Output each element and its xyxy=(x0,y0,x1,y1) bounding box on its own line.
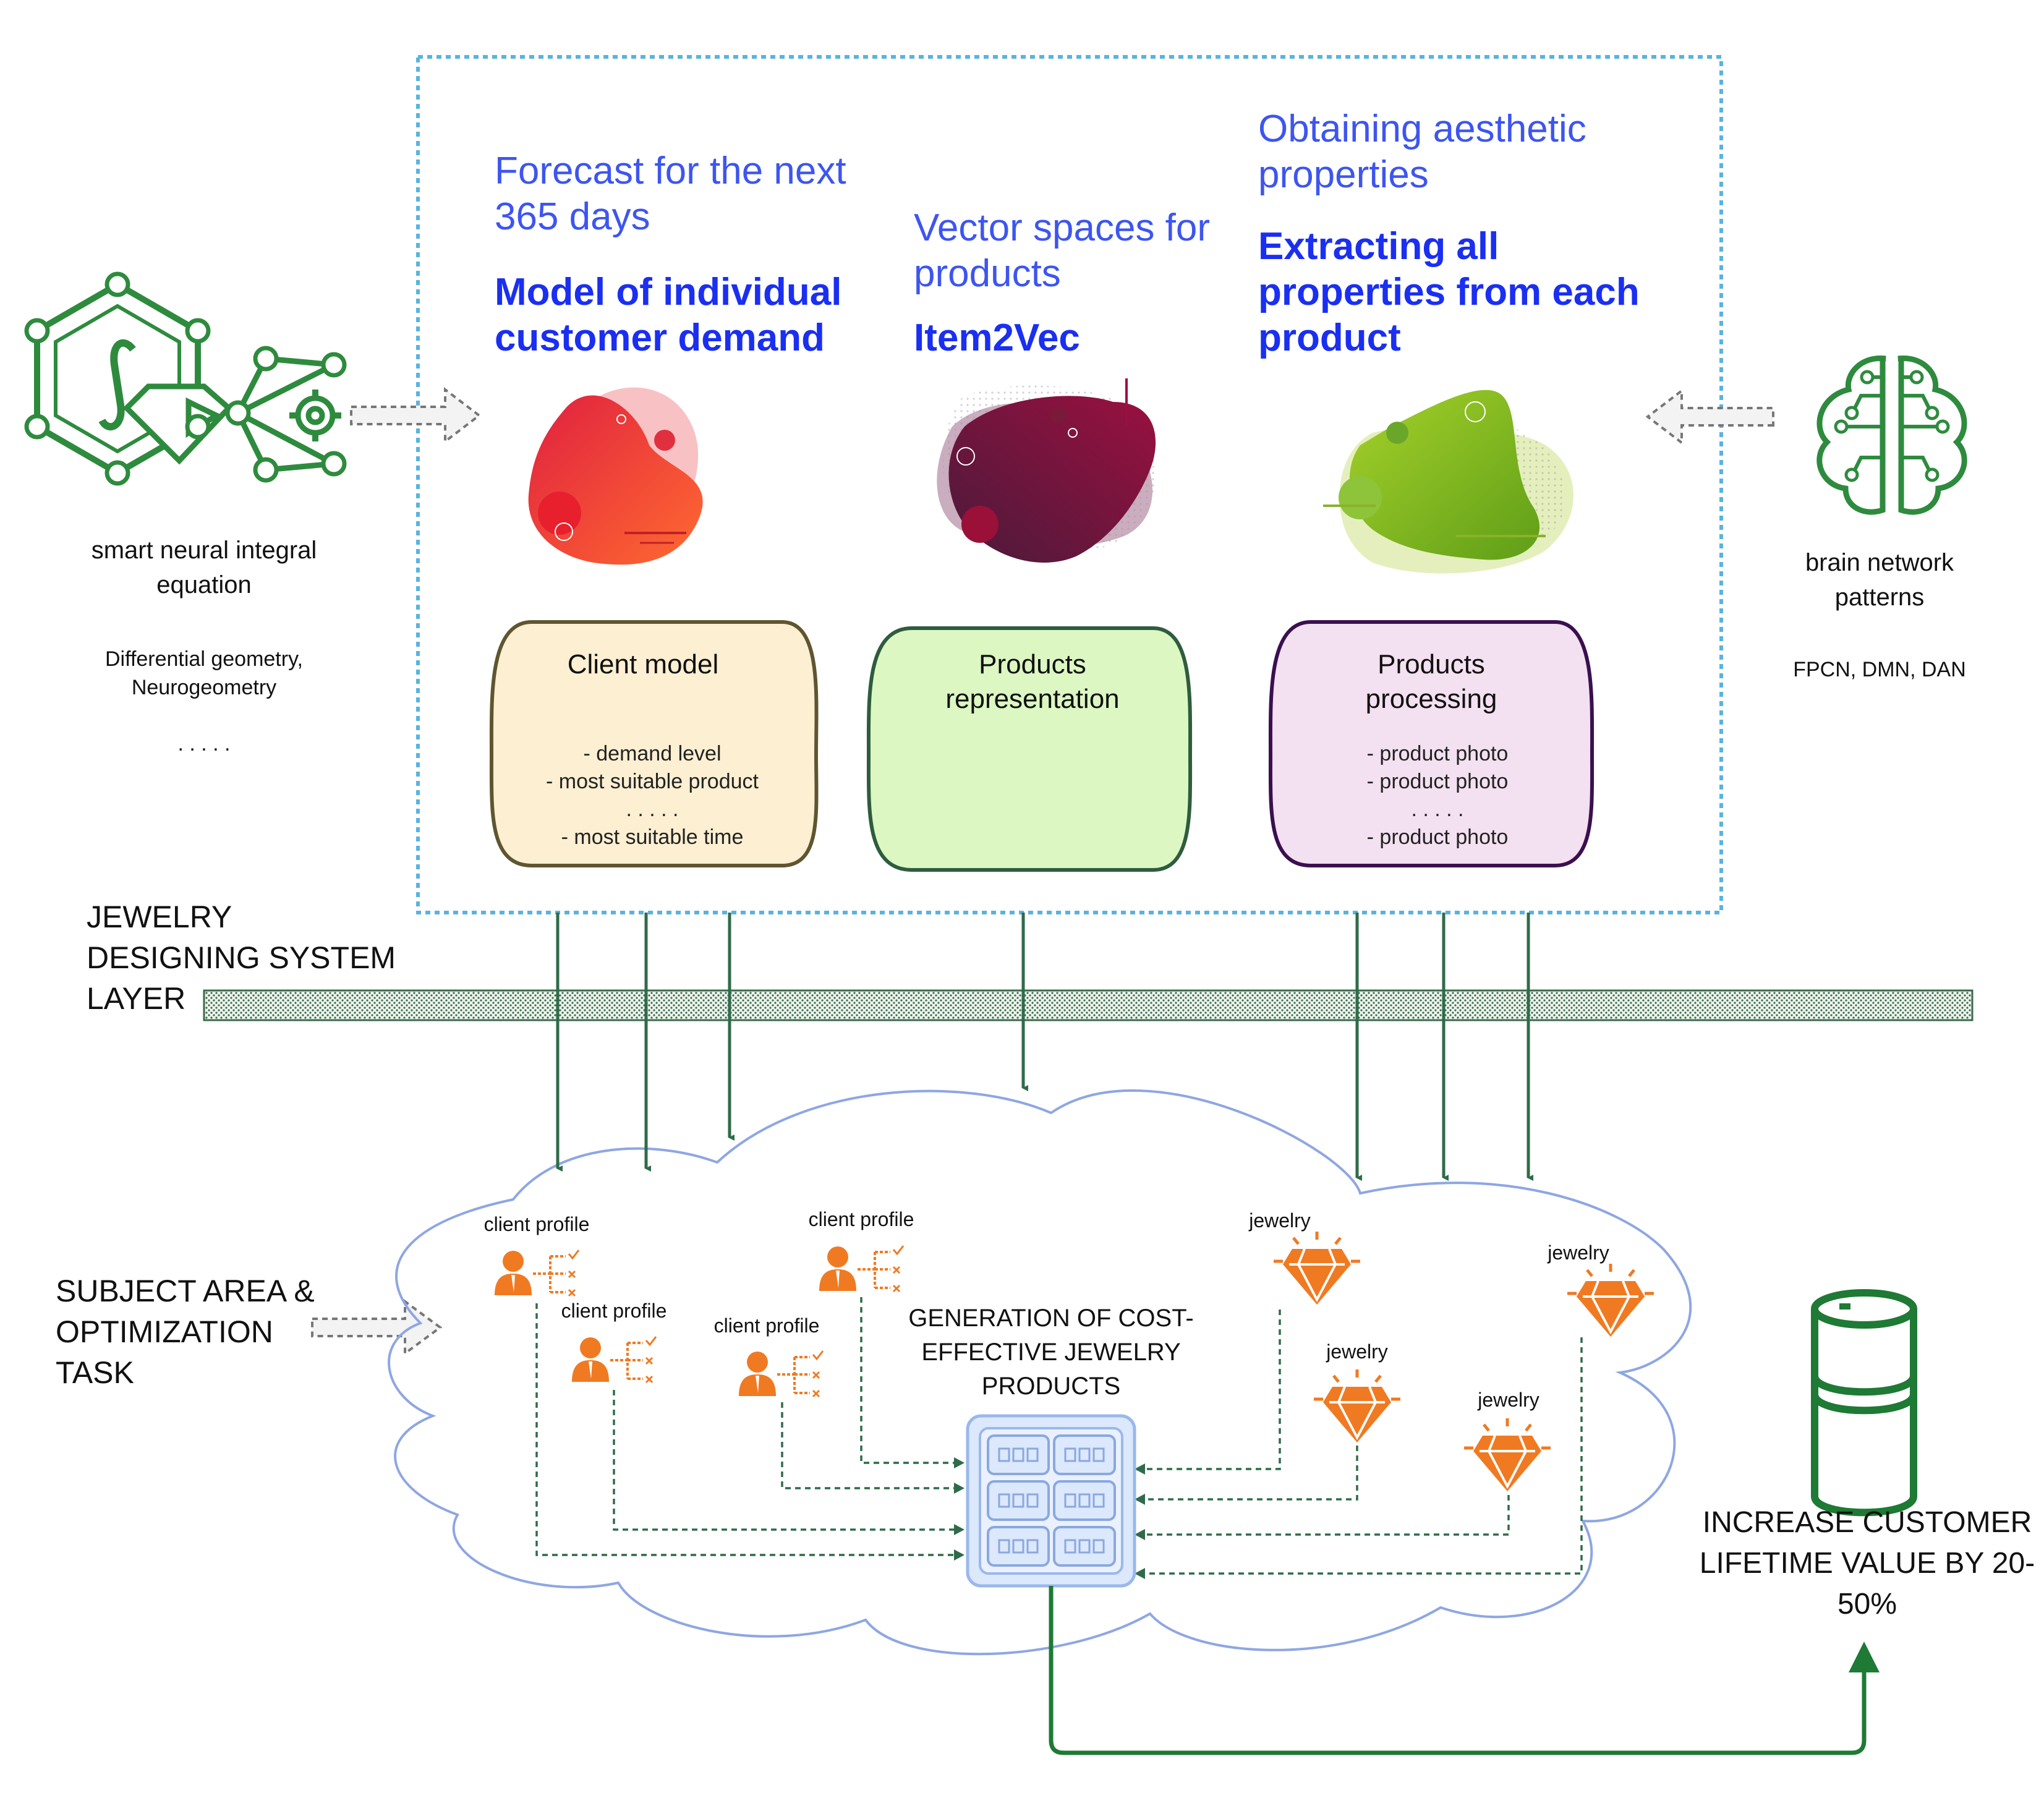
server-icon xyxy=(966,1414,1136,1588)
list-item: - most suitable product xyxy=(546,770,759,793)
aesthetic-subtitle: Obtaining aesthetic properties xyxy=(1258,108,1586,196)
diamond-icon xyxy=(1274,1232,1360,1305)
client-profile-label: client profile xyxy=(561,1300,667,1322)
result-arrow xyxy=(1049,1586,1867,1755)
client-model-items: - demand level - most suitable product .… xyxy=(507,740,798,851)
client-model-title: Client model xyxy=(567,649,719,679)
subject-area-arrow xyxy=(311,1299,443,1356)
brain-patterns-label: brain network patterns xyxy=(1805,549,1954,611)
aesthetic-blob-illustration xyxy=(1323,390,1573,574)
list-item: . . . . . xyxy=(626,798,679,821)
right-input-arrow xyxy=(1645,388,1774,446)
brain-circuit-icon xyxy=(1816,355,1967,515)
jewelry-label: jewelry xyxy=(1478,1389,1539,1411)
forecast-subtitle: Forecast for the next 365 days xyxy=(495,150,846,238)
client-model-box xyxy=(489,620,819,867)
client-profile-icon xyxy=(819,1245,905,1293)
client-profile-label: client profile xyxy=(483,1213,590,1235)
client-profile-label: client profile xyxy=(808,1208,914,1230)
forecast-blob-illustration xyxy=(528,387,703,565)
client-profile-label: client profile xyxy=(713,1314,820,1337)
left-input-arrow xyxy=(350,386,482,445)
database-icon xyxy=(1811,1289,1917,1517)
vector-space-blob-illustration xyxy=(937,378,1157,563)
list-item: - product photo xyxy=(1366,742,1509,765)
brain-networks-list: FPCN, DMN, DAN xyxy=(1793,658,1966,681)
generation-label: GENERATION OF COST-EFFECTIVE JEWELRY PRO… xyxy=(908,1305,1194,1400)
client-profile-icon xyxy=(495,1250,580,1297)
client-profile-icon xyxy=(572,1336,657,1384)
geometry-label: Differential geometry, Neurogeometry xyxy=(105,647,303,699)
vector-space-subtitle: Vector spaces for products xyxy=(914,207,1211,295)
result-label: INCREASE CUSTOMER LIFETIME VALUE BY 20-5… xyxy=(1699,1506,2035,1621)
result-arrowhead xyxy=(1849,1642,1880,1672)
demand-model-title: Model of individual customer demand xyxy=(495,271,842,359)
system-layer-label: JEWELRY DESIGNING SYSTEM LAYER xyxy=(87,900,396,1016)
diamond-icon xyxy=(1314,1369,1400,1442)
list-item: - most suitable time xyxy=(561,825,744,849)
layer-connector-arrows xyxy=(556,913,1533,1181)
system-layer-bar xyxy=(203,989,1974,1021)
diamond-icon xyxy=(1567,1264,1654,1337)
list-item: - product photo xyxy=(1366,770,1509,793)
left-ellipsis: . . . . . xyxy=(177,732,231,756)
subject-area-label: SUBJECT AREA & OPTIMIZATION TASK xyxy=(56,1274,315,1390)
products-processing-box xyxy=(1268,620,1595,867)
list-item: . . . . . xyxy=(1411,798,1464,821)
jewelry-label: jewelry xyxy=(1326,1340,1388,1363)
neural-equation-label: smart neural integral equation xyxy=(91,537,317,598)
extraction-title: Extracting all properties from each prod… xyxy=(1258,225,1640,359)
products-representation-title: Products representation xyxy=(945,649,1120,714)
products-processing-title: Products processing xyxy=(1365,649,1497,714)
products-processing-items: - product photo - product photo . . . . … xyxy=(1292,740,1583,851)
connector-arrowheads xyxy=(954,1457,1145,1579)
jewelry-label: jewelry xyxy=(1249,1209,1311,1232)
jewelry-label: jewelry xyxy=(1548,1241,1609,1264)
list-item: - demand level xyxy=(583,742,722,765)
neural-integral-icon xyxy=(24,271,347,486)
products-representation-box xyxy=(866,626,1193,872)
profile-connectors xyxy=(535,1297,1583,1575)
list-item: - product photo xyxy=(1366,825,1509,849)
diamond-icon xyxy=(1464,1418,1551,1491)
subject-area-cloud xyxy=(388,1089,1692,1656)
system-frame xyxy=(416,55,1723,914)
item2vec-title: Item2Vec xyxy=(914,317,1080,359)
client-profile-icon xyxy=(739,1350,824,1398)
